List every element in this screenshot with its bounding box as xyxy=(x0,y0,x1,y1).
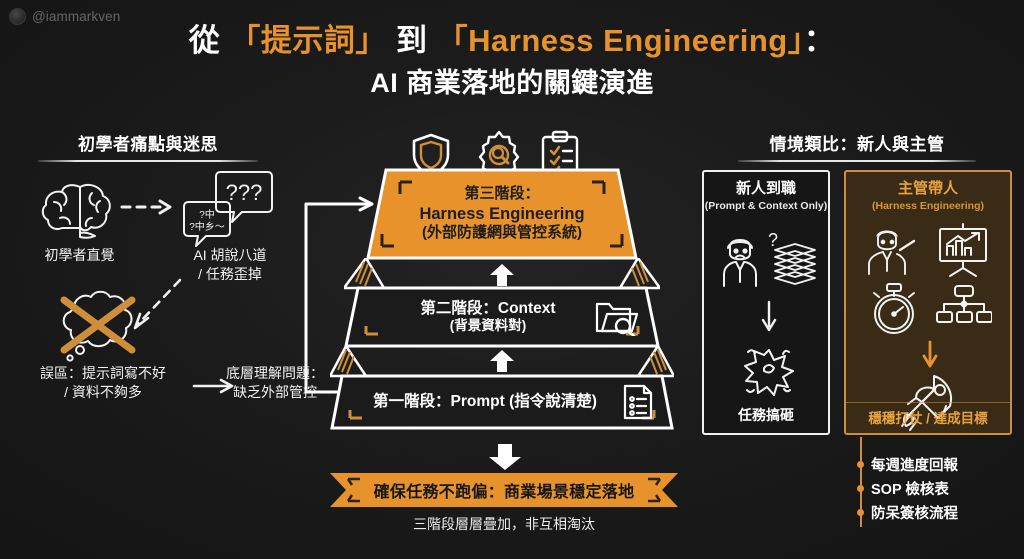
svg-text:?: ? xyxy=(768,230,778,250)
dashed-arrow-icon-2 xyxy=(118,276,188,341)
panel-new-subtitle: (Prompt & Context Only) xyxy=(704,199,828,212)
watermark-handle: @iammarkven xyxy=(32,9,121,24)
bullet-label: SOP 檢核表 xyxy=(871,481,949,498)
brain-icon xyxy=(40,180,118,247)
speech-caption: AI 胡說八道 / 任務歪掉 xyxy=(193,247,267,282)
stage-pyramid: 第三階段： Harness Engineering (外部防護網與管控系統) xyxy=(330,168,674,448)
folder-search-icon xyxy=(594,298,639,341)
watermark: @iammarkven xyxy=(9,8,120,25)
title-seg-prompt: 「提示詞」 xyxy=(229,23,387,58)
svg-text:???: ??? xyxy=(226,180,263,205)
bullet-label: 每週進度回報 xyxy=(871,457,958,474)
arrow-up-icon-2 xyxy=(490,264,514,291)
title-line-1: 從 「提示詞」 到 「Harness Engineering」： xyxy=(0,22,1024,59)
bullet-dot-icon xyxy=(857,460,864,468)
rocket-icon xyxy=(898,372,962,439)
tier-2-line-2: (背景資料對) xyxy=(449,318,527,334)
speech-bubble-question-icon: ??? ?中 ?中乡～ xyxy=(182,168,274,255)
title-seg-from: 從 xyxy=(188,23,221,58)
bullets-stem xyxy=(860,437,862,527)
gear-magnifier-icon xyxy=(474,130,524,185)
dashed-arrow-icon xyxy=(120,198,182,221)
title-seg-to: 到 xyxy=(396,23,428,58)
list-item: 防呆簽核流程 xyxy=(857,500,958,524)
page-title: 從 「提示詞」 到 「Harness Engineering」： AI 商業落地… xyxy=(0,22,1024,100)
tier-3-line-3: (外部防護網與管控系統) xyxy=(422,224,582,242)
stopwatch-icon xyxy=(868,282,920,341)
org-chart-icon xyxy=(936,284,993,339)
avatar-icon xyxy=(9,8,26,25)
crossed-out-thought-cloud-icon xyxy=(48,288,144,371)
left-heading-text: 初學者痛點與迷思 xyxy=(78,135,218,154)
svg-text:?中: ?中 xyxy=(199,208,215,221)
left-heading-rule xyxy=(38,160,258,162)
list-item: 每週進度回報 xyxy=(857,452,958,476)
banner-subtitle: 三階段層層疊加，非互相淘汰 xyxy=(413,516,595,532)
title-seg-harness: 「Harness Engineering」 xyxy=(436,23,804,58)
bullet-list: 每週進度回報 SOP 檢核表 防呆簽核流程 xyxy=(857,452,958,524)
banner-text: 確保任務不跑偏：商業場景穩定落地 xyxy=(373,484,635,501)
tier-1-text: 第一階段：Prompt (指令說清楚) xyxy=(373,393,597,411)
arrow-right-icon xyxy=(192,376,238,401)
tier-3-text: 第三階段： Harness Engineering (外部防護網與管控系統) xyxy=(419,185,584,243)
document-list-icon xyxy=(622,383,654,426)
pyramid-tier-1[interactable]: 第一階段：Prompt (指令說清楚) xyxy=(330,374,674,430)
presentation-chart-icon xyxy=(934,222,992,283)
panel-new-employee[interactable]: 新人到職 (Prompt & Context Only) ? xyxy=(702,170,830,435)
arrow-down-icon-new xyxy=(761,300,777,339)
panel-manager-title: 主管帶人 xyxy=(897,180,958,197)
tier-2-text: 第二階段：Context (背景資料對) xyxy=(420,299,555,335)
bottom-banner[interactable]: 確保任務不跑偏：商業場景穩定落地 xyxy=(330,473,678,507)
manager-icon xyxy=(864,224,920,281)
right-section-heading: 情境類比：新人與主管 xyxy=(738,130,976,162)
panel-new-footer: 任務搞砸 xyxy=(738,407,794,423)
title-line-2: AI 商業落地的關鍵演進 xyxy=(370,68,654,99)
tier-3-line-2: Harness Engineering xyxy=(419,204,585,223)
misconception-caption: 誤區：提示詞寫不好 / 資料不夠多 xyxy=(40,365,166,400)
pyramid-tier-2[interactable]: 第二階段：Context (背景資料對) xyxy=(344,286,660,348)
panel-manager[interactable]: 主管帶人 (Harness Engineering) xyxy=(844,170,1012,435)
right-heading-rule xyxy=(738,160,976,162)
arrow-up-icon-1 xyxy=(490,350,514,377)
left-section-heading: 初學者痛點與迷思 xyxy=(38,130,258,162)
tier-2-line-1: 第二階段：Context xyxy=(420,299,556,317)
list-item: SOP 檢核表 xyxy=(857,476,958,500)
paper-stack-icon xyxy=(772,242,818,291)
explosion-icon xyxy=(740,340,798,403)
arrow-down-icon-manager xyxy=(922,340,938,375)
confused-employee-icon: ? xyxy=(718,230,780,297)
pyramid-tier-3[interactable]: 第三階段： Harness Engineering (外部防護網與管控系統) xyxy=(366,168,638,260)
bullet-label: 防呆簽核流程 xyxy=(871,505,958,522)
title-seg-colon: ： xyxy=(803,23,836,58)
brain-caption: 初學者直覺 xyxy=(44,247,115,263)
tier-3-line-1: 第三階段： xyxy=(464,184,540,202)
bullet-dot-icon xyxy=(857,484,864,492)
bullet-dot-icon xyxy=(857,508,864,516)
panel-manager-subtitle: (Harness Engineering) xyxy=(871,199,985,212)
left-to-pyramid-connector xyxy=(302,196,382,399)
panel-manager-footer: 穩穩打仗 / 達成目標 xyxy=(846,402,1010,427)
panel-new-title: 新人到職 xyxy=(735,180,796,197)
right-heading-text: 情境類比：新人與主管 xyxy=(769,135,945,154)
arrow-down-icon-banner xyxy=(489,444,521,475)
svg-text:?中乡～: ?中乡～ xyxy=(189,220,225,233)
root-cause-caption: 底層理解問題： 缺乏外部管控 xyxy=(226,365,324,400)
